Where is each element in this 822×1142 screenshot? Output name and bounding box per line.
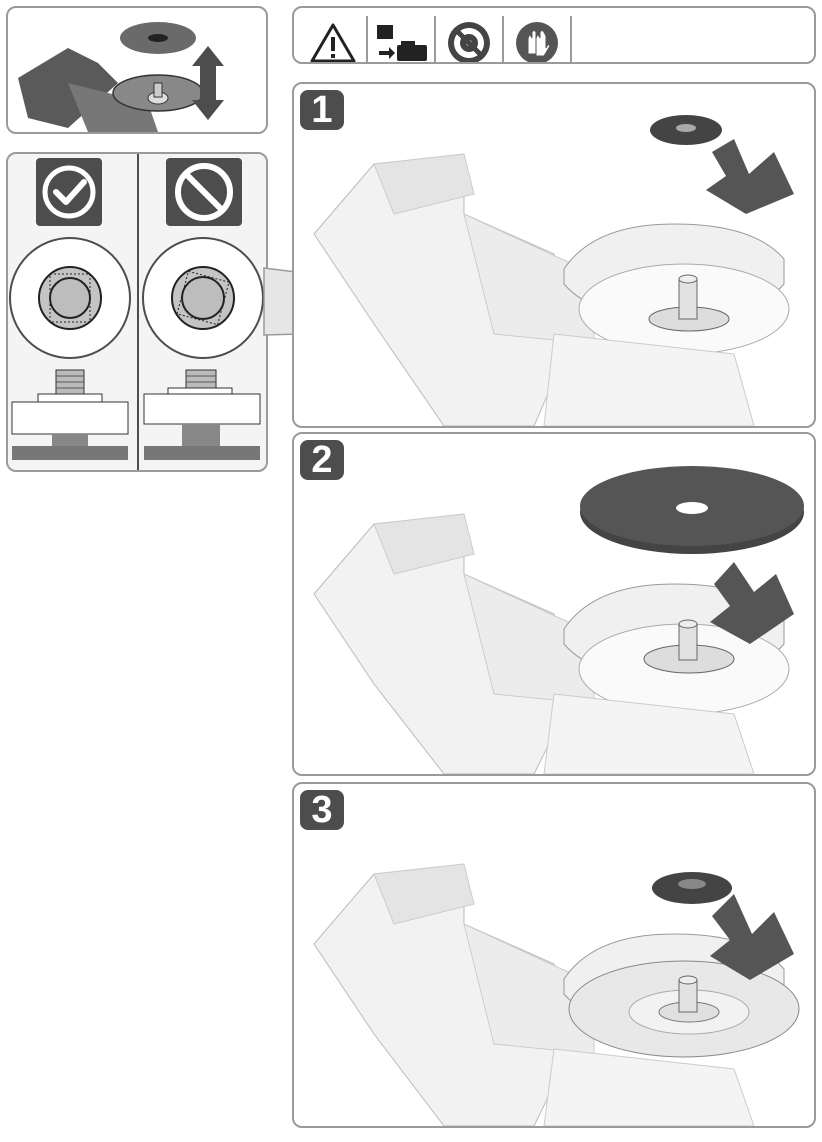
step-3-illustration	[313, 863, 800, 1126]
step-1-panel: 1	[292, 82, 816, 428]
prohibited-circle-icon	[166, 158, 242, 226]
gloves-icon	[504, 16, 572, 62]
overview-panel	[6, 6, 268, 134]
flange-comparison-panel	[6, 152, 268, 472]
check-circle-icon	[36, 158, 102, 226]
up-down-arrow-icon	[192, 46, 224, 120]
remove-battery-icon	[368, 16, 436, 62]
step-2-illustration	[313, 466, 804, 774]
warning-triangle-icon	[300, 16, 368, 62]
step-3-badge: 3	[300, 789, 344, 831]
step-2-badge: 2	[300, 439, 344, 481]
step-2-panel: 2	[292, 432, 816, 776]
correct-flange-side-view	[11, 369, 129, 460]
step-1-badge: 1	[300, 89, 344, 131]
header-icon-bar	[292, 6, 816, 64]
disc-down-arrow-icon	[580, 466, 804, 644]
wrong-flange-top-view	[142, 237, 264, 359]
nut-down-arrow-icon	[652, 872, 794, 980]
no-disc-damage-icon	[436, 16, 504, 62]
grinder-overview-illustration	[18, 22, 224, 132]
step-3-panel: 3	[292, 782, 816, 1128]
correct-flange-top-view	[9, 237, 131, 359]
flange-down-arrow-icon	[650, 115, 794, 214]
step-1-illustration	[313, 115, 794, 426]
flange-comparison-illustration	[9, 154, 264, 470]
wrong-flange-side-view	[143, 369, 261, 460]
